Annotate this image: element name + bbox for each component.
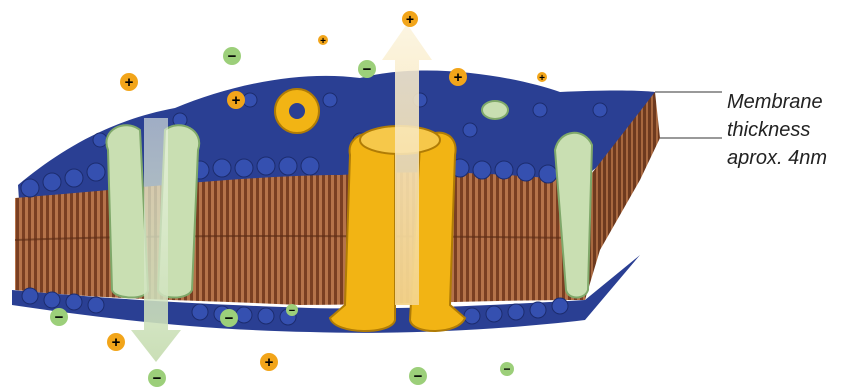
label-line-3: aprox. 4nm [727,144,855,172]
plus-icon: + [120,73,138,91]
plus-icon: + [227,91,245,109]
svg-text:−: − [363,61,372,78]
label-line-1: Membrane [727,88,855,116]
svg-text:−: − [153,370,162,387]
surface-protein-green [482,101,508,119]
svg-text:+: + [125,74,134,91]
minus-icon: − [220,309,238,327]
svg-text:+: + [406,11,414,27]
svg-text:−: − [225,310,234,327]
minus-icon: − [409,367,427,385]
minus-icon: − [358,60,376,78]
svg-text:+: + [112,334,121,351]
svg-text:+: + [320,36,326,47]
minus-icon: − [148,369,166,387]
minus-icon: − [50,308,68,326]
svg-text:+: + [454,69,463,86]
label-line-2: thickness [727,116,855,144]
plus-icon: + [402,11,418,27]
svg-text:−: − [414,368,423,385]
minus-icon: − [500,362,514,376]
svg-text:−: − [55,309,64,326]
plus-icon: + [260,353,278,371]
plus-icon: + [537,72,547,84]
svg-text:+: + [232,92,241,109]
plus-icon: + [449,68,467,86]
plus-icon: + [107,333,125,351]
minus-icon: − [223,47,241,65]
svg-text:−: − [289,305,295,317]
svg-text:−: − [503,362,510,376]
svg-text:+: + [539,73,545,84]
plus-icon: + [318,35,328,47]
svg-text:−: − [228,48,237,65]
surface-protein-yellow [275,89,319,133]
membrane-thickness-label: Membrane thickness aprox. 4nm [727,88,855,172]
svg-text:+: + [265,354,274,371]
membrane-front-tails [15,172,585,305]
